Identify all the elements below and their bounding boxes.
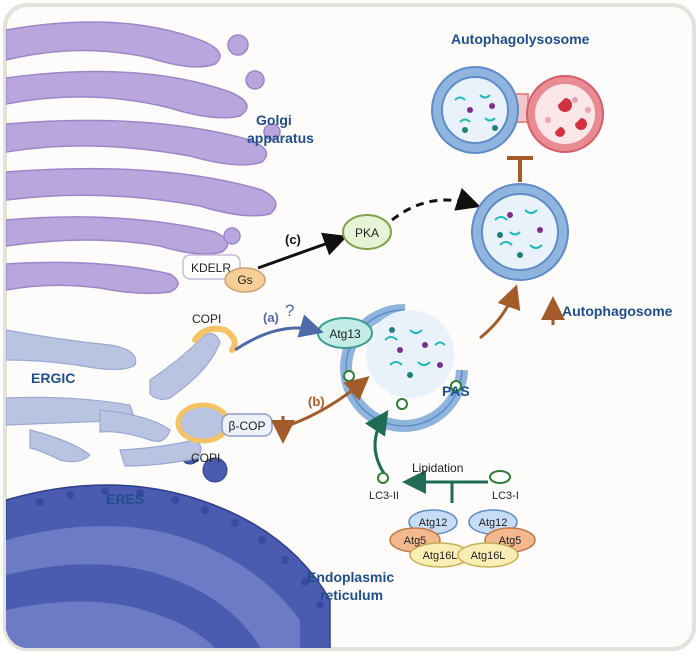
- atg-complex-left: [389, 509, 471, 568]
- lc3-i-label: LC3-I: [492, 490, 519, 502]
- ergic: [6, 329, 221, 467]
- pathway-a-question: ?: [285, 301, 294, 320]
- atg12-left-label: Atg12: [419, 517, 448, 529]
- pas-to-autophagosome-arrow: [479, 284, 521, 340]
- kdelr-label: KDELR: [191, 261, 231, 275]
- pathway-c-arrow: [257, 232, 348, 270]
- golgi-label-1: Golgi: [256, 112, 292, 128]
- pas-label: PAS: [442, 383, 470, 399]
- ergic-label: ERGIC: [31, 370, 75, 386]
- atg16l-left-label: Atg16L: [423, 550, 458, 562]
- er-label-1: Endoplasmic: [307, 569, 394, 585]
- copi-top-label: COPI: [192, 312, 221, 326]
- er-label-2: reticulum: [320, 587, 383, 603]
- copi-coat-top: [192, 325, 238, 353]
- golgi-apparatus: [6, 21, 281, 295]
- gs-protein: [224, 267, 266, 293]
- atg16l-right-label: Atg16L: [471, 550, 506, 562]
- beta-cop-label: β-COP: [229, 419, 266, 433]
- copi-bottom-label: COPI: [191, 451, 220, 465]
- lipidation-label: Lipidation: [412, 461, 463, 475]
- kdelr-receptor: [182, 254, 241, 280]
- atg5-right-label: Atg5: [499, 535, 522, 547]
- pka-protein: [342, 214, 392, 250]
- autophagosome: [471, 183, 569, 281]
- autophagolysosome: [431, 66, 604, 154]
- atg12-right-label: Atg12: [479, 517, 508, 529]
- endoplasmic-reticulum: [6, 445, 331, 648]
- pathway-c-label: (c): [285, 232, 301, 247]
- atg-complex-right: [457, 509, 536, 568]
- lc3-ii-dot: [377, 472, 389, 484]
- autophagosome-label: Autophagosome: [562, 303, 673, 319]
- golgi-label-2: apparatus: [247, 130, 314, 146]
- pathway-a-arrow: [234, 314, 324, 352]
- atg5-left-label: Atg5: [404, 535, 427, 547]
- autophagolysosome-label: Autophagolysosome: [451, 31, 590, 47]
- pka-label: PKA: [355, 226, 379, 240]
- pka-dashed-arrow: [391, 187, 481, 222]
- pathway-b-arrow: [289, 376, 370, 427]
- pathway-a-label: (a): [263, 310, 279, 325]
- pathway-b-label: (b): [308, 394, 325, 409]
- lc3-to-pas-arrow: [365, 410, 389, 476]
- lc3-ii-label: LC3-II: [369, 490, 399, 502]
- eres-label: ERES: [106, 491, 144, 507]
- atg13-label: Atg13: [329, 327, 361, 341]
- lc3-i-dot: [489, 470, 511, 484]
- gs-label: Gs: [237, 273, 252, 287]
- beta-cop-vesicle: [175, 402, 231, 444]
